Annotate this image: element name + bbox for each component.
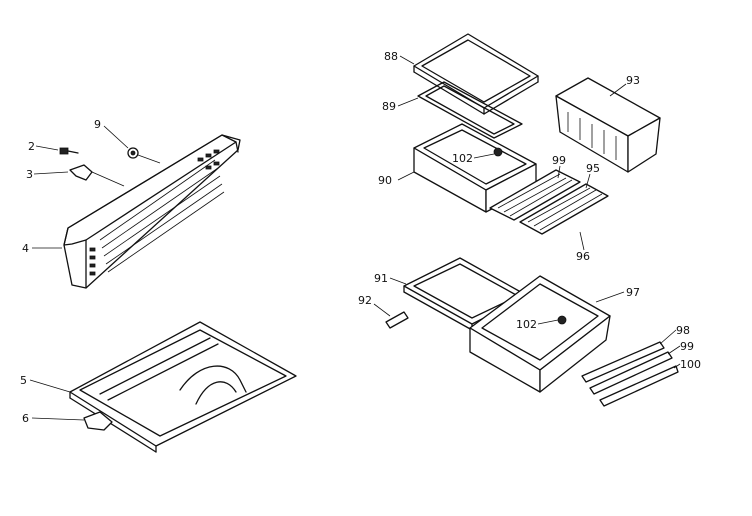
part-100-rail <box>599 365 679 407</box>
callout-91: 91 <box>374 272 407 285</box>
callout-90-label: 90 <box>378 174 392 187</box>
callout-102-lower: 102 <box>516 318 559 331</box>
callout-9-label: 9 <box>94 118 101 131</box>
callout-102-upper: 102 <box>452 152 495 165</box>
callout-95-label: 95 <box>586 162 600 175</box>
callout-90: 90 <box>378 171 415 187</box>
part-99-rail <box>589 351 673 395</box>
callout-96: 96 <box>576 231 590 263</box>
callout-92-label: 92 <box>358 294 372 307</box>
callout-9: 9 <box>94 118 129 149</box>
callout-93: 93 <box>609 74 640 97</box>
callout-5: 5 <box>20 374 71 393</box>
callout-100: 100 <box>673 358 701 371</box>
callout-91-label: 91 <box>374 272 388 285</box>
callout-99-upper-label: 99 <box>552 154 566 167</box>
callout-102-lower-label: 102 <box>516 318 537 331</box>
callout-97: 97 <box>595 286 640 303</box>
callout-92: 92 <box>358 294 391 317</box>
part-97-crisper <box>469 275 611 393</box>
part-88-lid <box>413 33 539 115</box>
callout-98-label: 98 <box>676 324 690 337</box>
callout-4-label: 4 <box>22 242 29 255</box>
callout-99-lower-label: 99 <box>680 340 694 353</box>
callout-6-label: 6 <box>22 412 29 425</box>
callout-88-label: 88 <box>384 50 398 63</box>
part-2-screw <box>59 147 79 155</box>
part-93-basket <box>555 77 661 173</box>
part-90-drawer <box>413 123 537 213</box>
callout-5-label: 5 <box>20 374 27 387</box>
part-9-knob <box>127 147 161 164</box>
callout-2: 2 <box>28 140 59 153</box>
callout-2-label: 2 <box>28 140 35 153</box>
callout-89: 89 <box>382 97 419 113</box>
callout-96-label: 96 <box>576 250 590 263</box>
part-92-pin <box>385 311 409 329</box>
callout-97-label: 97 <box>626 286 640 299</box>
callout-3: 3 <box>26 168 69 181</box>
callout-99-upper: 99 <box>552 154 566 179</box>
part-3-clip <box>69 164 125 187</box>
callout-95: 95 <box>585 162 600 189</box>
callout-6: 6 <box>22 412 85 425</box>
callout-88: 88 <box>384 50 415 65</box>
callout-93-label: 93 <box>626 74 640 87</box>
callout-89-label: 89 <box>382 100 396 113</box>
part-98-rail <box>581 341 665 383</box>
part-89-frame <box>417 81 523 139</box>
callout-3-label: 3 <box>26 168 33 181</box>
callout-102-upper-label: 102 <box>452 152 473 165</box>
callout-98: 98 <box>659 324 690 345</box>
part-4-perforated-panel <box>63 134 241 289</box>
part-95-slide-rails <box>489 169 609 235</box>
part-5-tray <box>69 321 297 453</box>
callout-99-lower: 99 <box>667 340 694 355</box>
callout-4: 4 <box>22 242 62 255</box>
callout-100-label: 100 <box>680 358 701 371</box>
part-6-foot <box>83 411 113 431</box>
